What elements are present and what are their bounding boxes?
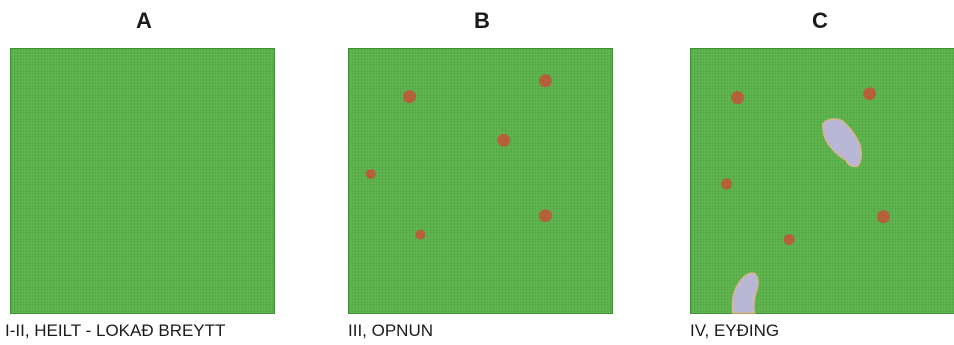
red-spot xyxy=(721,179,732,190)
red-spot xyxy=(877,210,890,223)
red-spot xyxy=(863,87,876,100)
panel-a-caption: I-II, HEILT - LOKAÐ BREYTT xyxy=(5,321,225,341)
upper-blotch xyxy=(823,119,861,166)
red-spot xyxy=(784,234,795,245)
panel-b-field xyxy=(348,48,613,314)
panel-a-field xyxy=(10,48,275,314)
panel-c-caption: IV, EYÐING xyxy=(690,321,779,341)
red-spot xyxy=(415,230,425,240)
red-spot xyxy=(539,74,552,87)
panel-b-caption: III, OPNUN xyxy=(348,321,433,341)
panel-b-spots xyxy=(349,49,612,313)
lower-blotch xyxy=(732,273,758,313)
panel-b-letter: B xyxy=(462,8,502,34)
panel-a-letter: A xyxy=(124,8,164,34)
panel-c-letter: C xyxy=(800,8,840,34)
red-spot xyxy=(539,209,552,222)
red-spot xyxy=(366,169,376,179)
red-spot xyxy=(403,90,416,103)
panel-c-field xyxy=(690,48,954,314)
red-spot xyxy=(731,91,744,104)
panel-c-spots xyxy=(691,49,954,313)
red-spot xyxy=(497,134,510,147)
